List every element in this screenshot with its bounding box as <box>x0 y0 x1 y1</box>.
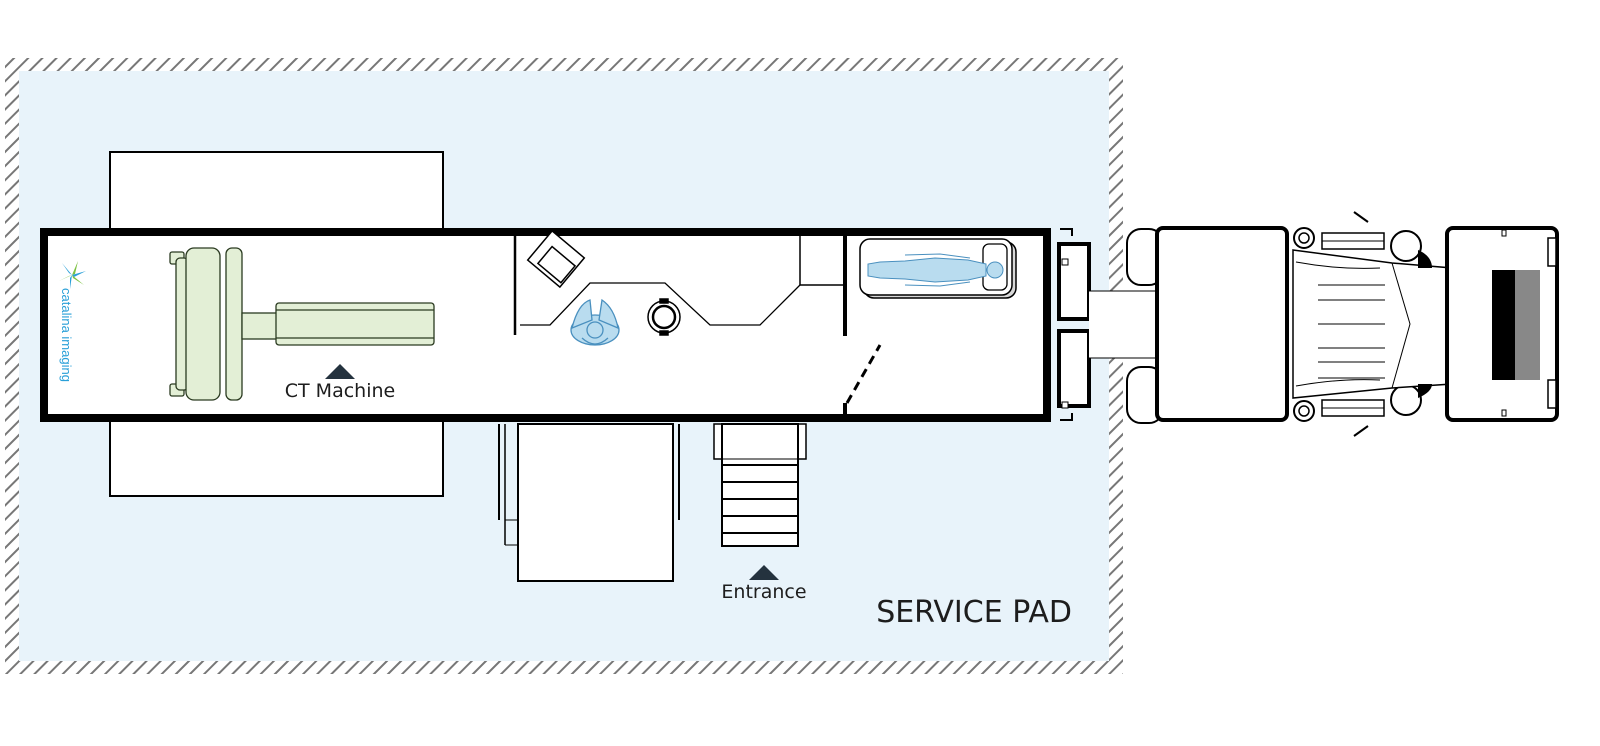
ramp-platform <box>498 423 680 582</box>
entrance-marker: Entrance <box>721 565 807 603</box>
stool-icon <box>647 298 681 336</box>
entrance-label: Entrance <box>721 581 806 603</box>
operator-icon <box>570 298 620 346</box>
patient-icon <box>867 253 1004 287</box>
entrance-triangle-icon <box>749 565 779 580</box>
truck-tractor-icon <box>1126 211 1559 437</box>
catalina-imaging-logo: catalina imaging <box>59 261 86 382</box>
logo-text: catalina imaging <box>59 288 74 382</box>
logo-star-icon <box>59 261 86 289</box>
patient-bed-icon <box>859 238 1017 299</box>
ct-machine-icon <box>169 247 435 401</box>
hitch-connector <box>1057 228 1157 421</box>
interior-walls <box>513 236 882 414</box>
console-chair-icon <box>526 229 586 289</box>
ct-machine-marker: CT Machine <box>285 364 395 402</box>
ct-machine-triangle-icon <box>325 364 355 379</box>
service-pad-label: SERVICE PAD <box>876 595 1072 630</box>
entrance-stairs <box>713 423 807 547</box>
ct-machine-label: CT Machine <box>285 380 395 402</box>
slide-out-bottom <box>109 417 444 497</box>
slide-out-top <box>109 151 444 233</box>
